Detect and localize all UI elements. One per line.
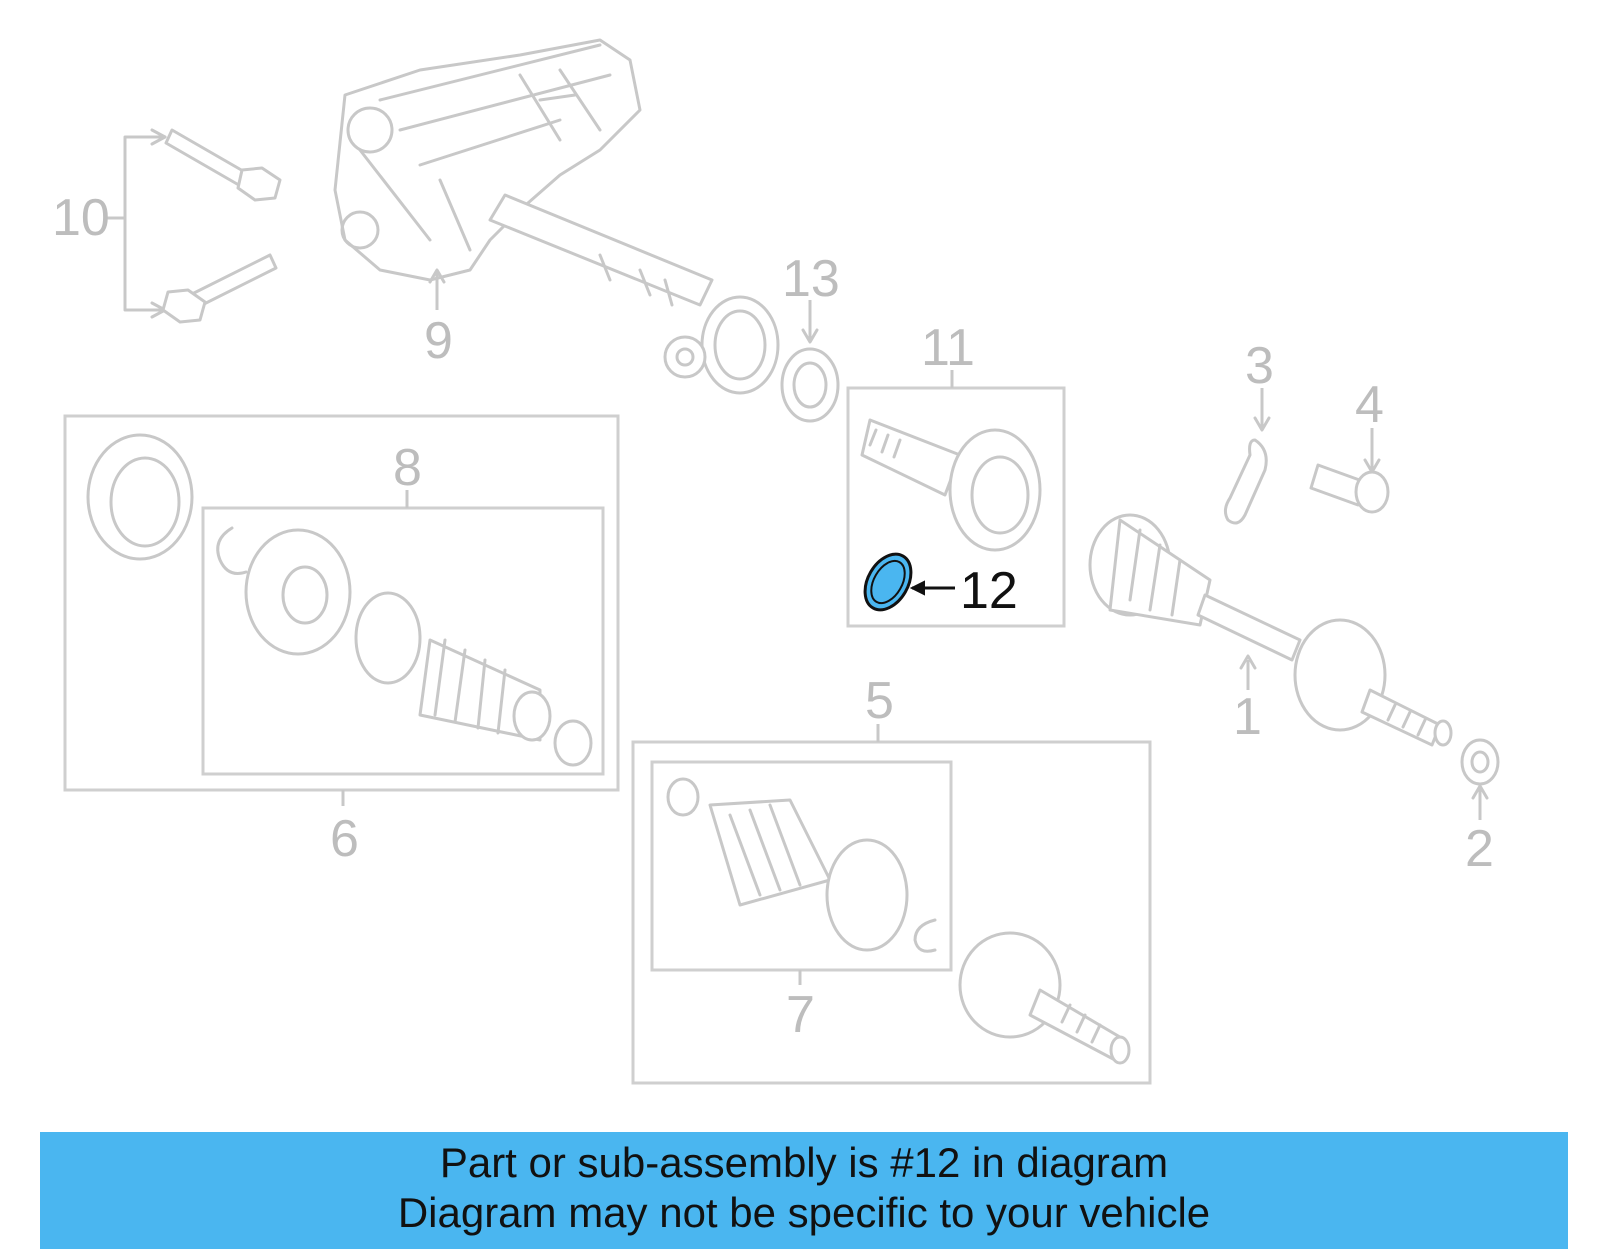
callout-11: 11 — [921, 319, 975, 377]
inner-joint-kit-box — [631, 724, 1152, 1085]
callout-9: 9 — [424, 312, 453, 370]
axle-nut — [1460, 738, 1500, 820]
drive-shaft — [1088, 513, 1453, 747]
banner-line-1: Part or sub-assembly is #12 in diagram — [439, 1139, 1169, 1186]
differential-housing — [333, 38, 780, 395]
callout-3: 3 — [1245, 337, 1274, 395]
callout-6: 6 — [330, 810, 359, 868]
seal-ring — [780, 300, 840, 423]
callout-2: 2 — [1465, 820, 1494, 878]
callout-10: 10 — [52, 189, 110, 247]
callout-7: 7 — [786, 986, 815, 1044]
highlighted-seal-12 — [863, 552, 955, 612]
bolts — [106, 128, 282, 324]
callout-13: 13 — [782, 250, 840, 308]
callout-8: 8 — [393, 439, 422, 497]
clip-and-bolt — [1223, 388, 1390, 525]
callout-12: 12 — [960, 562, 1018, 620]
callout-1: 1 — [1233, 688, 1262, 746]
info-banner: Part or sub-assembly is #12 in diagram D… — [40, 1132, 1568, 1249]
callout-4: 4 — [1355, 376, 1384, 434]
outer-joint-kit-box — [63, 414, 620, 806]
stub-shaft-box — [846, 370, 1066, 628]
callout-5: 5 — [865, 672, 894, 730]
banner-line-2: Diagram may not be specific to your vehi… — [397, 1189, 1211, 1236]
